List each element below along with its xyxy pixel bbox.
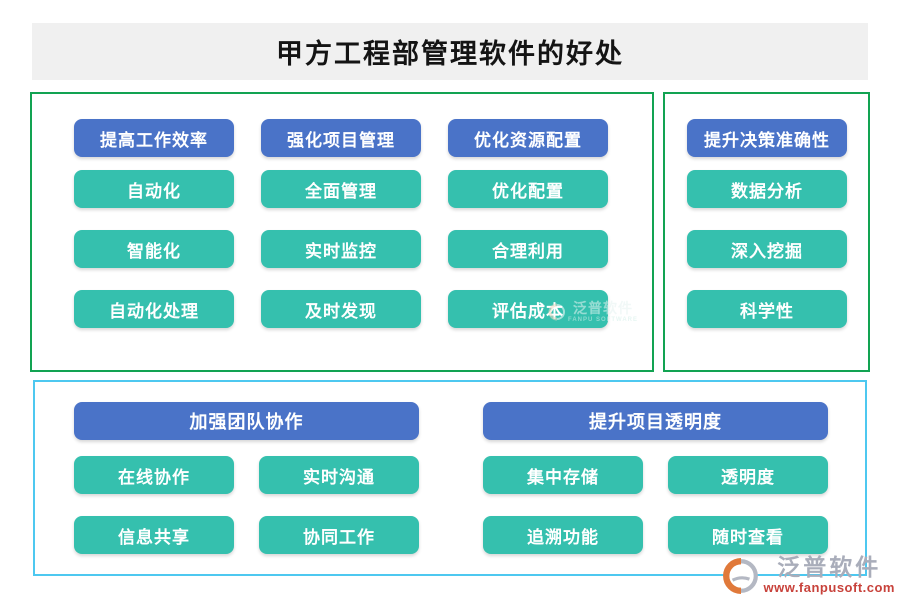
item-node: 智能化	[74, 230, 234, 268]
panel-top-benefits: 提高工作效率 自动化 智能化 自动化处理 强化项目管理 全面管理 实时监控 及时…	[30, 92, 654, 372]
header-node: 强化项目管理	[261, 119, 421, 157]
item-node: 评估成本	[448, 290, 608, 328]
item-node: 在线协作	[74, 456, 234, 494]
item-node: 全面管理	[261, 170, 421, 208]
brand-name: 泛普软件	[777, 554, 882, 580]
item-grid: 在线协作 实时沟通 信息共享 协同工作	[74, 456, 419, 554]
branding-footer: 泛普软件 www.fanpusoft.com	[722, 555, 895, 595]
item-node: 信息共享	[74, 516, 234, 554]
item-node: 追溯功能	[483, 516, 643, 554]
item-node: 透明度	[668, 456, 828, 494]
item-grid: 集中存储 透明度 追溯功能 随时查看	[483, 456, 828, 554]
brand-url: www.fanpusoft.com	[763, 580, 895, 595]
item-node: 深入挖掘	[687, 230, 847, 268]
item-node: 优化配置	[448, 170, 608, 208]
column-project-management: 强化项目管理 全面管理 实时监控 及时发现	[261, 119, 421, 370]
group-project-transparency: 提升项目透明度 集中存储 透明度 追溯功能 随时查看	[483, 402, 828, 574]
title-bar: 甲方工程部管理软件的好处	[32, 23, 868, 80]
header-node: 提升项目透明度	[483, 402, 828, 440]
header-node: 提升决策准确性	[687, 119, 847, 157]
column-resource-allocation: 优化资源配置 优化配置 合理利用 评估成本	[448, 119, 608, 370]
header-node: 提高工作效率	[74, 119, 234, 157]
fanpu-logo-icon	[723, 557, 759, 594]
header-node: 优化资源配置	[448, 119, 608, 157]
column-work-efficiency: 提高工作效率 自动化 智能化 自动化处理	[74, 119, 234, 370]
item-node: 数据分析	[687, 170, 847, 208]
item-node: 自动化处理	[74, 290, 234, 328]
panel-bottom-benefits: 加强团队协作 在线协作 实时沟通 信息共享 协同工作 提升项目透明度 集中存储 …	[33, 380, 867, 576]
item-node: 自动化	[74, 170, 234, 208]
panel-decision-accuracy: 提升决策准确性 数据分析 深入挖掘 科学性	[663, 92, 870, 372]
header-node: 加强团队协作	[74, 402, 419, 440]
item-node: 合理利用	[448, 230, 608, 268]
item-node: 及时发现	[261, 290, 421, 328]
column-decision-accuracy: 提升决策准确性 数据分析 深入挖掘 科学性	[687, 119, 847, 370]
item-node: 协同工作	[259, 516, 419, 554]
item-node: 科学性	[687, 290, 847, 328]
item-node: 集中存储	[483, 456, 643, 494]
page-title: 甲方工程部管理软件的好处	[276, 39, 624, 69]
item-node: 实时监控	[261, 230, 421, 268]
item-node: 随时查看	[668, 516, 828, 554]
item-node: 实时沟通	[259, 456, 419, 494]
group-team-collaboration: 加强团队协作 在线协作 实时沟通 信息共享 协同工作	[74, 402, 419, 574]
